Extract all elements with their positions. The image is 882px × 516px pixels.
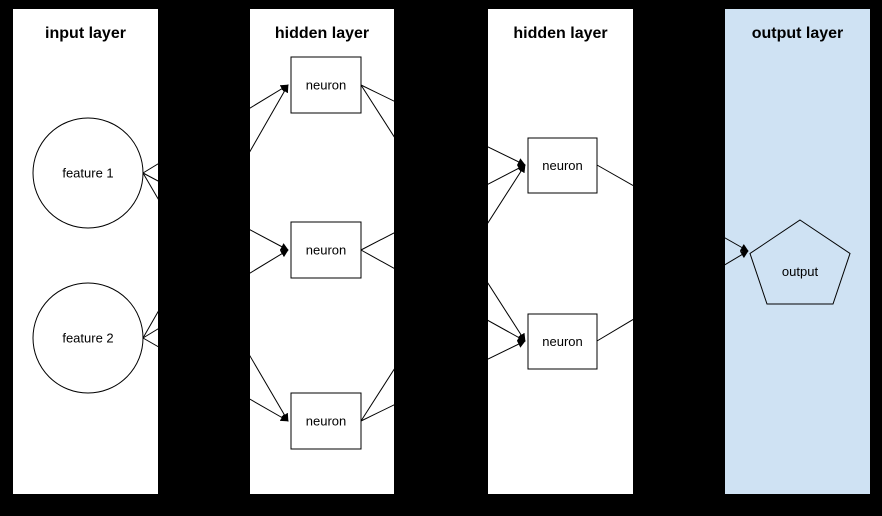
edge-neuron3-neuron5 <box>360 340 526 422</box>
edge-neuron3-neuron4 <box>360 164 526 422</box>
edge-feature1-neuron3 <box>142 172 289 422</box>
title-output-layer: output layer <box>752 25 844 42</box>
edge-feature2-neuron2 <box>142 249 289 339</box>
label-output: output <box>782 264 819 279</box>
label-feature-1: feature 1 <box>62 166 113 181</box>
label-neuron-2: neuron <box>306 243 346 258</box>
edge-neuron4-output <box>596 164 749 252</box>
edge-neuron1-neuron4 <box>360 84 526 166</box>
edge-feature2-neuron3 <box>142 337 289 422</box>
node-neuron-4 <box>527 137 598 194</box>
node-neuron-1 <box>290 56 362 114</box>
edge-neuron2-neuron4 <box>360 164 526 251</box>
node-output-pentagon <box>749 219 851 305</box>
node-neuron-5 <box>527 313 598 370</box>
connections <box>142 84 749 422</box>
label-neuron-3: neuron <box>306 414 346 429</box>
panel-input-layer <box>13 9 158 494</box>
edge-feature2-neuron1 <box>142 84 289 339</box>
title-input-layer: input layer <box>45 25 126 42</box>
node-neuron-2 <box>290 221 362 279</box>
edge-neuron5-output <box>596 250 749 342</box>
label-neuron-1: neuron <box>306 78 346 93</box>
node-feature-2 <box>32 282 144 394</box>
label-neuron-5: neuron <box>542 334 582 349</box>
label-neuron-4: neuron <box>542 158 582 173</box>
edge-neuron1-neuron5 <box>360 84 526 342</box>
panel-hidden-layer-2 <box>488 9 633 494</box>
edge-feature1-neuron1 <box>142 84 289 174</box>
node-feature-1 <box>32 117 144 229</box>
label-feature-2: feature 2 <box>62 331 113 346</box>
node-neuron-3 <box>290 392 362 450</box>
edge-neuron2-neuron5 <box>360 249 526 342</box>
title-hidden-layer-1: hidden layer <box>275 25 369 42</box>
title-hidden-layer-2: hidden layer <box>513 25 607 42</box>
nodes <box>32 56 851 450</box>
